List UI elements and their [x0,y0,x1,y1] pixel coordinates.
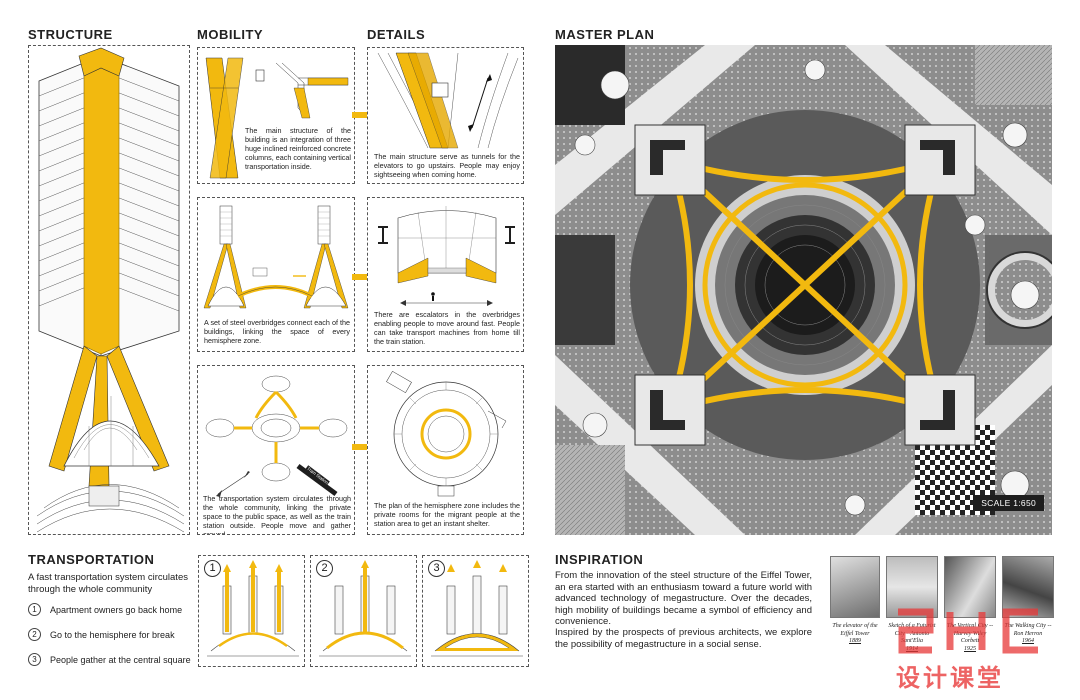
inspiration-image-year: 1914 [906,645,918,652]
inspiration-image-year: 1889 [849,638,861,644]
step-badge-1: 1 [204,560,221,577]
inspiration-paragraph-1: From the innovation of the steel structu… [555,570,812,627]
inspiration-paragraph-2: Inspired by the prospects of previous ar… [555,627,812,650]
transport-step-diagram-1 [207,560,299,657]
transportation-item-1: 1 Apartment owners go back home [28,603,182,616]
eiffel-elevator-image [830,556,880,618]
transportation-item-text: People gather at the central square [50,654,191,665]
inspiration-image-2: Sketch of a Futurist City --Antonio Sant… [886,556,938,653]
master-plan-heading: MASTER PLAN [555,27,655,42]
overbridge-section-drawing [378,206,515,306]
details-panel-2: There are escalators in the overbridges … [367,197,524,352]
mobility-caption-3: The transportation system circulates thr… [203,494,351,535]
inclined-columns-diagram [205,57,349,179]
futurist-city-sketch-image [886,556,938,618]
details-panel-3: The plan of the hemisphere zone includes… [367,365,524,535]
structure-panel [28,45,190,535]
master-plan-map [555,45,1052,535]
transport-step-panel-1: 1 [198,555,305,667]
inspiration-image-title: The elevator of the Eiffel Tower [832,623,878,637]
inspiration-image-year: 1964 [1022,638,1034,644]
watermark-text: 设计课堂 [896,664,1004,692]
inspiration-heading: INSPIRATION [555,552,644,567]
inspiration-image-3: The Vertical City --Harvey Wiley Corbett… [944,556,996,653]
circulation-diagram [205,375,348,497]
details-caption-1: The main structure serve as tunnels for … [374,152,520,179]
inspiration-image-title: The Vertical City --Harvey Wiley Corbett [946,623,994,644]
structure-axonometric-drawing [36,47,185,533]
master-plan-drawing: SCALE 1:650 [555,45,1052,535]
mobility-panel-2: A set of steel overbridges connect each … [197,197,355,352]
mobility-caption-2: A set of steel overbridges connect each … [204,318,350,345]
step-badge-3: 3 [428,560,445,577]
details-caption-3: The plan of the hemisphere zone includes… [374,501,520,528]
scale-badge: SCALE 1:650 [973,495,1044,511]
mobility-heading: MOBILITY [197,27,264,42]
details-caption-2: There are escalators in the overbridges … [374,310,520,346]
vertical-city-image [944,556,996,618]
structure-heading: STRUCTURE [28,27,113,42]
walking-city-image [1002,556,1054,618]
mobility-panel-1: The main structure of the building is an… [197,47,355,184]
mobility-panel-3: Train Station The transportation system … [197,365,355,535]
inspiration-image-title: The Walking City --Ron Herron [1004,623,1052,637]
transportation-item-text: Apartment owners go back home [50,604,183,615]
inspiration-image-4: The Walking City --Ron Herron 1964 [1002,556,1054,646]
details-heading: DETAILS [367,27,426,42]
step-number-3: 3 [28,653,41,666]
inspiration-image-year: 1925 [964,645,976,652]
transport-step-diagram-2 [319,560,411,657]
inspiration-image-title: Sketch of a Futurist City --Antonio Sant… [888,623,936,644]
transportation-item-2: 2 Go to the hemisphere for break [28,628,175,641]
transportation-item-text: Go to the hemisphere for break [50,629,175,640]
transport-step-diagram-3 [431,560,523,657]
transportation-intro: A fast transportation system circulates … [28,572,188,595]
step-number-2: 2 [28,628,41,641]
transportation-item-3: 3 People gather at the central square [28,653,191,666]
hemisphere-plan-drawing [386,370,507,497]
details-panel-1: The main structure serve as tunnels for … [367,47,524,184]
overbridge-diagram [203,205,349,309]
step-number-1: 1 [28,603,41,616]
inspiration-image-1: The elevator of the Eiffel Tower 1889 [830,556,880,646]
transport-step-panel-2: 2 [310,555,417,667]
transportation-heading: TRANSPORTATION [28,552,155,567]
transport-step-panel-3: 3 [422,555,529,667]
step-badge-2: 2 [316,560,333,577]
mobility-caption-1: The main structure of the building is an… [245,126,351,171]
elevator-tunnel-drawing [377,52,519,149]
